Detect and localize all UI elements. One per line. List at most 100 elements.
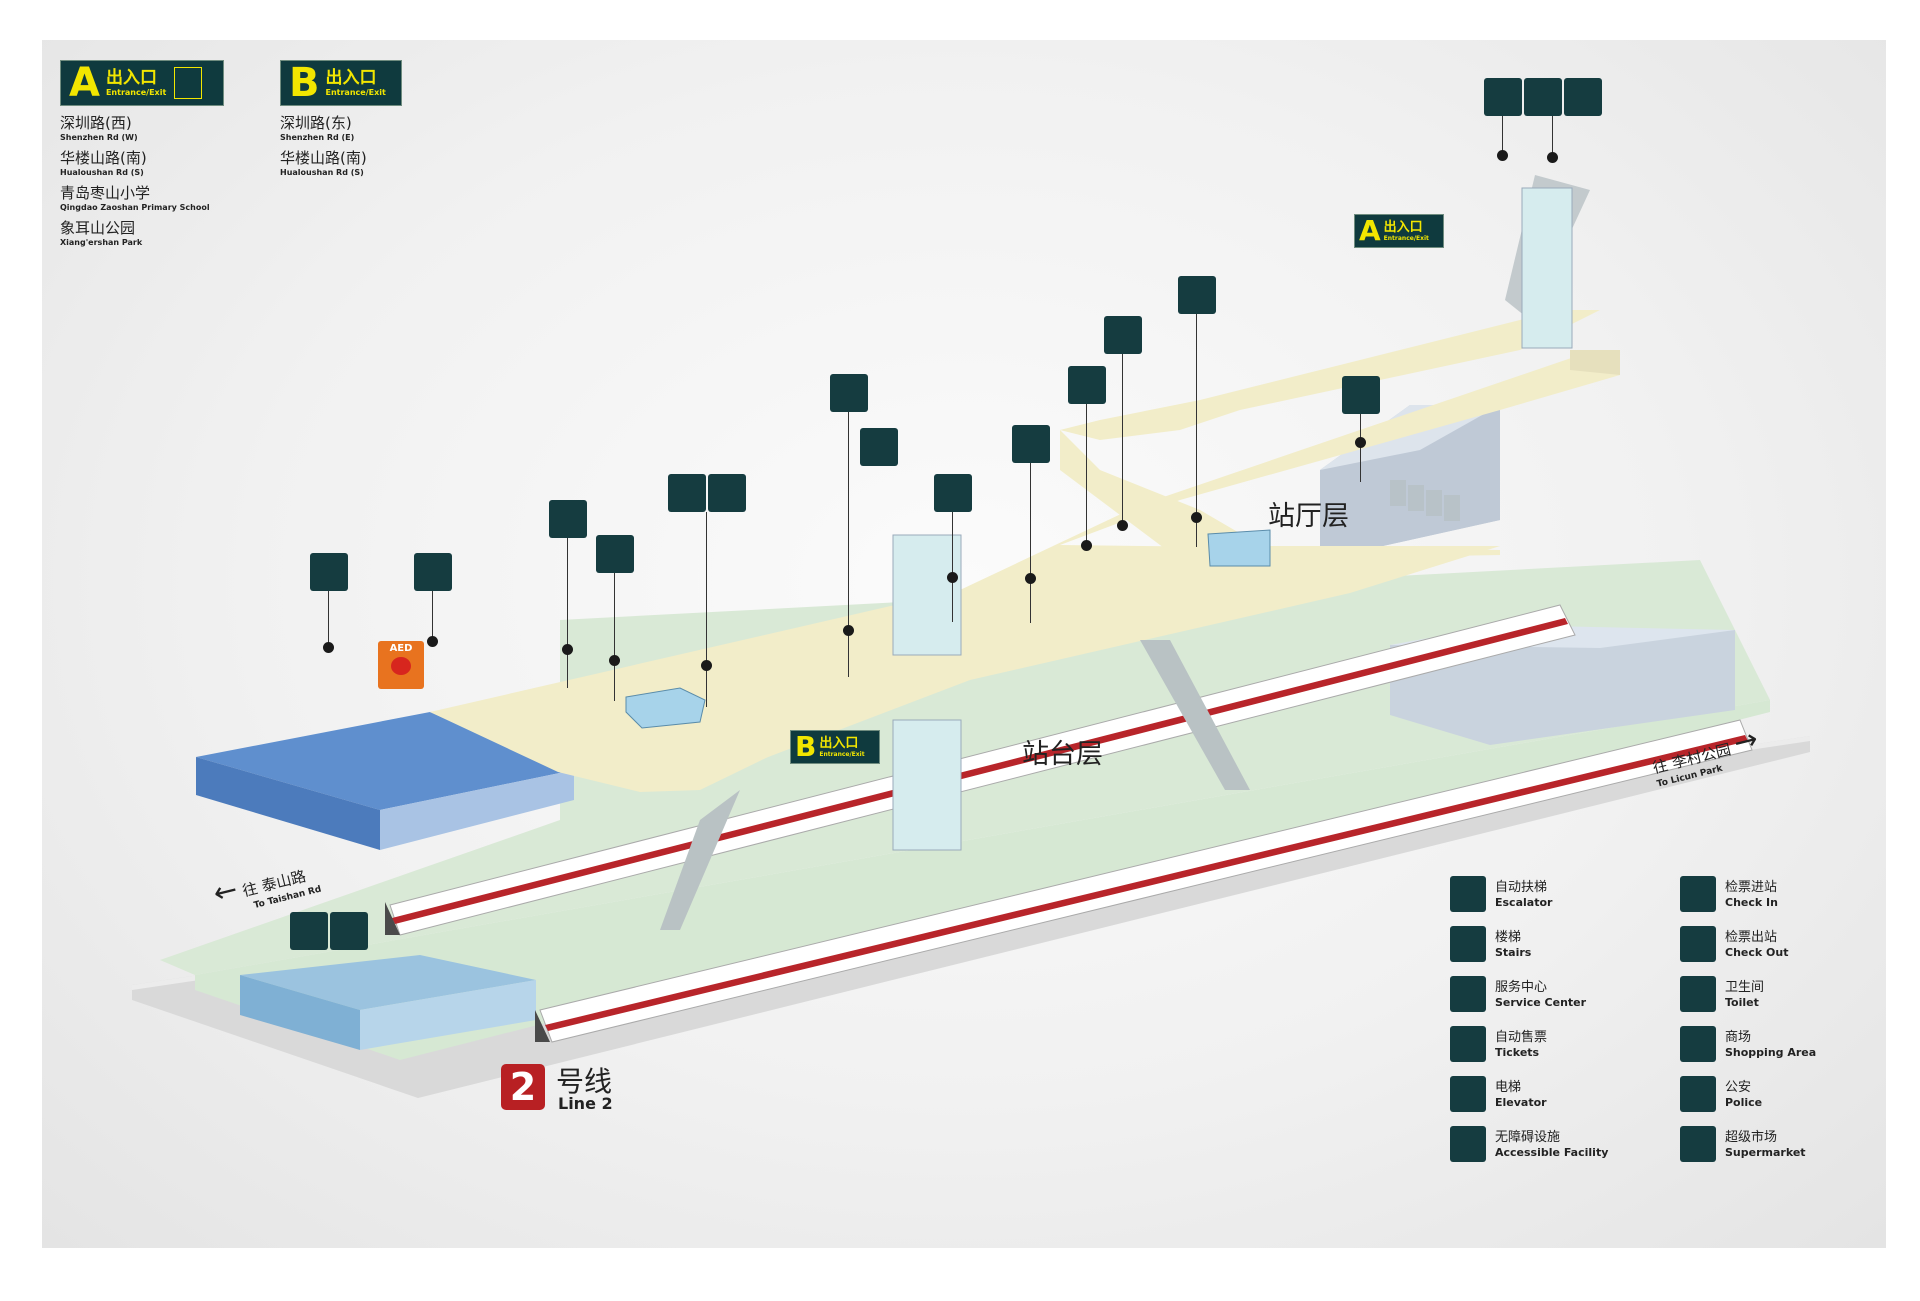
exit-a-map-label-en: Entrance/Exit [1383, 234, 1429, 242]
accessible-icon [1450, 1126, 1486, 1162]
ticket-machine-icon [414, 553, 452, 591]
check-out-icon [1680, 926, 1716, 962]
leader-line [1502, 116, 1503, 156]
exit-b-dest-en: Hualoushan Rd (S) [280, 168, 364, 177]
legend-label-cn: 自动售票 [1495, 1029, 1548, 1045]
service-center-icon [596, 535, 634, 573]
legend-label-cn: 超级市场 [1725, 1129, 1778, 1145]
leader-line [1086, 404, 1087, 549]
location-dot [562, 644, 573, 655]
line-name-cn: 号线 [556, 1065, 613, 1098]
line-number-badge: 2 [501, 1064, 545, 1110]
location-dot [609, 655, 620, 666]
concourse-layer-label: 站厅层 [1268, 501, 1349, 532]
platform-layer-label: 站台层 [1022, 739, 1103, 770]
aed-label: AED [389, 643, 413, 654]
check-in-icon [1680, 876, 1716, 912]
ticket-machines [1390, 480, 1460, 521]
police-icon [1680, 1076, 1716, 1112]
exit-b-badge: B 出入口 Entrance/Exit [280, 60, 402, 106]
legend-label-cn: 服务中心 [1495, 979, 1548, 995]
stairs-icon [668, 474, 706, 512]
legend-label-en: Accessible Facility [1495, 1145, 1609, 1159]
elevator-icon [174, 67, 203, 99]
exit-a-map-label-cn: 出入口 [1383, 219, 1423, 235]
service-counter-left [625, 687, 706, 729]
service-center-icon [1178, 276, 1216, 314]
ticket-machine-icon [1342, 376, 1380, 414]
location-dot [1191, 512, 1202, 523]
legend-label-cn: 无障碍设施 [1495, 1129, 1561, 1145]
legend-label-cn: 商场 [1725, 1029, 1752, 1045]
supermarket-icon [1680, 1126, 1716, 1162]
legend-label-cn: 检票出站 [1725, 929, 1778, 945]
escalator-icon [1450, 876, 1486, 912]
legend-label-en: Elevator [1495, 1095, 1547, 1109]
legend-label-cn: 检票进站 [1725, 879, 1778, 895]
leader-line [1122, 354, 1123, 529]
aed-heart-icon [391, 657, 411, 675]
toilet-icon [1680, 976, 1716, 1012]
exit-a-dest-en: Shenzhen Rd (W) [60, 133, 138, 142]
leader-line [1360, 414, 1361, 482]
exit-b-map-badge: B 出入口 Entrance/Exit [790, 730, 880, 764]
check-out-icon [1104, 316, 1142, 354]
elevator-shaft-exit-a [1521, 187, 1573, 349]
exit-a-map-letter: A [1359, 214, 1381, 247]
escalator-icon [1068, 366, 1106, 404]
location-dot [1497, 150, 1508, 161]
exit-a-dest-cn: 象耳山公园 [60, 219, 136, 237]
left-blue-block [196, 712, 574, 810]
exit-b-letter: B [289, 60, 320, 106]
platform-floor [195, 700, 1770, 1060]
location-dot [1117, 520, 1128, 531]
exit-b-destinations: 深圳路(东) Shenzhen Rd (E) 华楼山路(南) Hualousha… [280, 114, 367, 184]
legend-label-en: Check Out [1725, 945, 1789, 959]
legend-label-en: Stairs [1495, 945, 1532, 959]
escalator-structure [1140, 640, 1250, 790]
location-dot [1547, 152, 1558, 163]
toilet-icon [290, 912, 328, 950]
service-center-icon [1450, 976, 1486, 1012]
location-dot [701, 660, 712, 671]
check-out-icon [549, 500, 587, 538]
leader-line [1030, 463, 1031, 623]
legend-label-en: Toilet [1725, 995, 1759, 1009]
front-train [535, 719, 1753, 1043]
exit-b-dest-en: Shenzhen Rd (E) [280, 133, 355, 142]
leader-line [1552, 116, 1553, 156]
police-icon [310, 553, 348, 591]
exit-a-label-en: Entrance/Exit [105, 87, 167, 97]
stairs-icon [1524, 78, 1562, 116]
leader-line [328, 591, 329, 647]
line-name-en: Line 2 [558, 1094, 613, 1113]
shopping-icon [1680, 1026, 1716, 1062]
legend-label-cn: 楼梯 [1495, 929, 1522, 945]
station-3d-scene [132, 175, 1810, 1098]
leader-line [1196, 314, 1197, 547]
ticket-machine-icon [1450, 1026, 1486, 1062]
legend-label-cn: 自动扶梯 [1495, 879, 1548, 895]
exit-b-dest-cn: 华楼山路(南) [280, 149, 367, 167]
exit-b-label-cn: 出入口 [325, 67, 377, 88]
leader-line [432, 591, 433, 641]
exit-a-letter: A [69, 60, 100, 106]
legend-label-en: Service Center [1495, 995, 1587, 1009]
service-counter-right [1207, 529, 1271, 567]
location-dot [323, 642, 334, 653]
elevator-icon [1484, 78, 1522, 116]
elevator-shaft-left [892, 534, 962, 656]
leader-line [567, 538, 568, 688]
leader-line [706, 512, 707, 707]
location-dot [1081, 540, 1092, 551]
